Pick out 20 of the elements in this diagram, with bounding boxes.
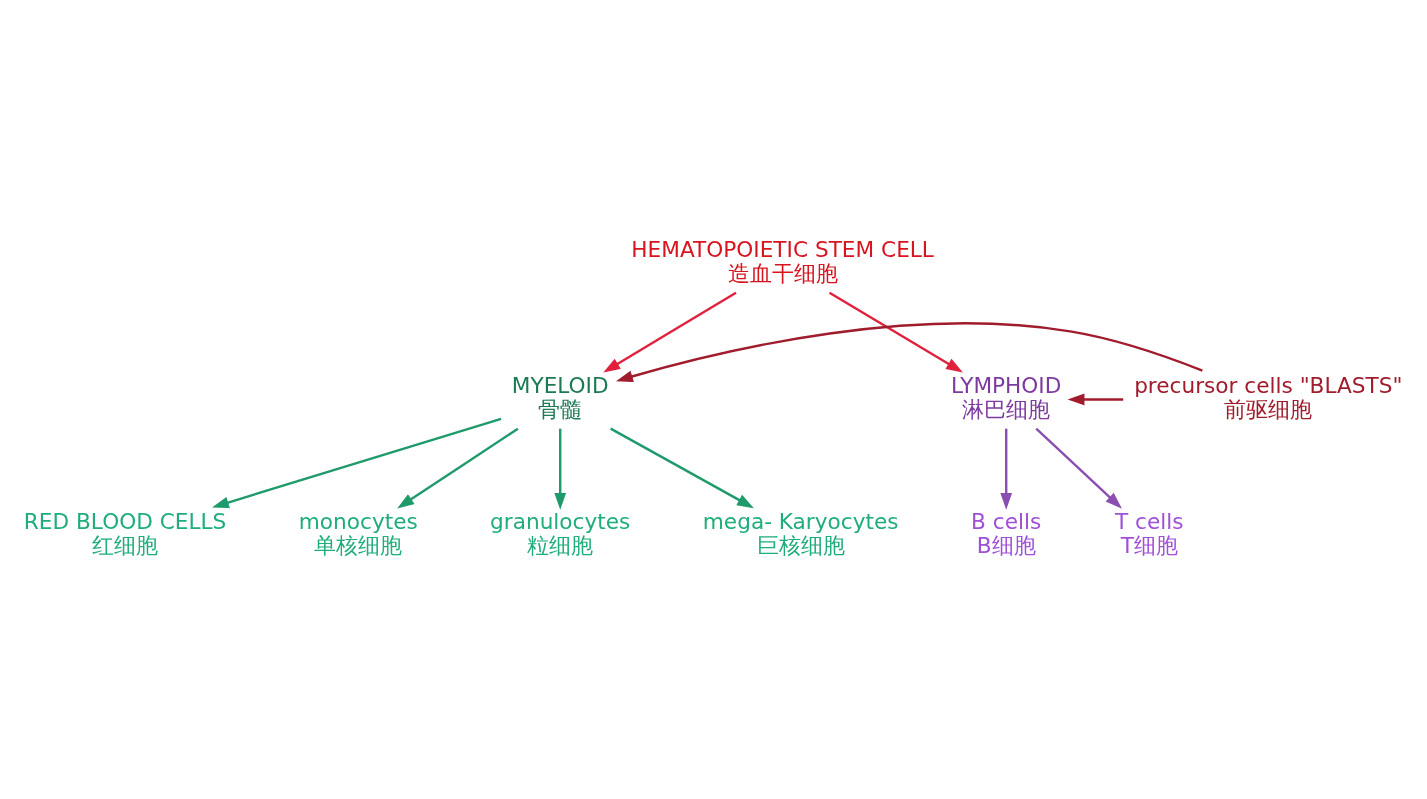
arrow <box>1035 427 1122 509</box>
node-text: T cells T细胞 <box>1114 508 1184 558</box>
node-text: LYMPHOID 淋巴细胞 <box>951 372 1062 422</box>
node-text: precursor cells "BLASTS" 前驱细胞 <box>1134 372 1403 422</box>
arrow <box>1000 428 1013 510</box>
node-text: MYELOID 骨髓 <box>511 372 609 422</box>
arrow <box>1067 393 1124 406</box>
arrow <box>610 427 754 509</box>
node-text: mega- Karyocytes 巨核细胞 <box>702 508 899 558</box>
arrow <box>616 322 1203 383</box>
arrow <box>603 291 737 373</box>
node-text: B cells B细胞 <box>971 508 1042 558</box>
node-text: monocytes 单核细胞 <box>298 508 418 558</box>
arrow <box>397 427 519 509</box>
arrow <box>554 428 567 510</box>
arrow <box>828 291 963 373</box>
arrow <box>212 417 502 509</box>
node-text: RED BLOOD CELLS 红细胞 <box>23 508 227 558</box>
node-text: granulocytes 粒细胞 <box>490 508 631 558</box>
node-text: HEMATOPOIETIC STEM CELL 造血干细胞 <box>631 236 934 286</box>
